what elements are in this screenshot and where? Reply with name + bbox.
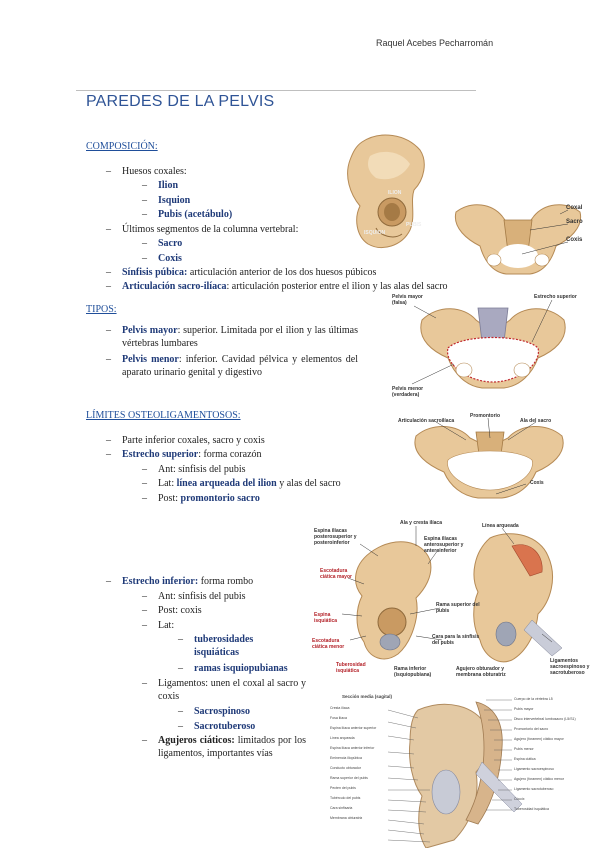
list-item: –Últimos segmentos de la columna vertebr… xyxy=(106,224,299,235)
sagittal-right-label: Tuberosidad isquiática xyxy=(514,807,549,811)
pelvis-front-illustration: Coxal Sacro Coxis xyxy=(448,198,588,278)
label-rama-superior-pubis: Rama superior del pubis xyxy=(436,602,480,614)
label-pubis: PUBIS xyxy=(406,222,422,228)
label-estrecho-superior: Estrecho superior xyxy=(534,294,577,300)
list-item: –Articulación sacro-ilíaca: articulación… xyxy=(106,281,448,292)
label-rama-inferior: Rama inferior (isquiopubiana) xyxy=(394,666,432,678)
sagittal-right-label: Cóccix xyxy=(514,797,525,801)
label-isquion: ISQUION xyxy=(364,230,386,236)
sagittal-right-label: Disco intervertebral lumbosacro (L5/S1) xyxy=(514,717,576,721)
list-item: –Sacro xyxy=(142,238,183,249)
list-item: –Sacrospinoso xyxy=(178,706,250,717)
label-ala-cresta-iliaca: Ala y cresta ilíaca xyxy=(400,520,442,526)
label-tuberosidad-isquiatica: Tuberosidad isquiática xyxy=(336,662,366,674)
sagittal-right-label: Ligamento sacrotuberoso xyxy=(514,787,554,791)
estrecho-superior-illustration: Articulación sacroilíaca Promontorio Ala… xyxy=(396,410,584,502)
sagittal-right-label: Pubis menor xyxy=(514,747,534,751)
pelvis-mayor-menor-illustration: Pelvis mayor (falsa) Estrecho superior P… xyxy=(392,290,592,400)
sagittal-left-label: Línea arqueada xyxy=(330,736,355,740)
sagittal-right-label: Promontorio del sacro xyxy=(514,727,549,731)
sagittal-right-label: Espina ciática xyxy=(514,757,536,761)
label-coxis: Coxis xyxy=(530,480,544,486)
label-coxal: Coxal xyxy=(566,205,583,211)
list-item: –tuberosidades isquiáticas xyxy=(178,634,254,658)
sagittal-left-label: Pecten del pubis xyxy=(330,786,356,790)
sagittal-right-label: Agujero (foramen) ciático menor xyxy=(514,777,564,781)
sagittal-right-label: Agujero (foramen) ciático mayor xyxy=(514,737,564,741)
sagittal-right-label: Pubis mayor xyxy=(514,707,534,711)
sagittal-left-label: Rama superior del pubis xyxy=(330,776,368,780)
author-name: Raquel Acebes Pecharromán xyxy=(376,38,494,48)
label-escotadura-mayor: Escotadura ciática mayor xyxy=(320,568,352,580)
list-item: –Pelvis mayor: superior. Limitada por el… xyxy=(106,325,359,349)
list-item: –Post: coxis xyxy=(142,605,202,616)
sagittal-left-label: Membrana obturatriz xyxy=(330,816,363,820)
sagittal-right-label: Ligamento sacroespinoso xyxy=(514,767,554,771)
list-item: –Coxis xyxy=(142,253,182,264)
label-sacro: Sacro xyxy=(566,219,583,225)
label-ilion: ILION xyxy=(388,190,402,196)
label-linea-arqueada: Línea arqueada xyxy=(482,523,519,529)
list-item: –Estrecho superior: forma corazón xyxy=(106,449,262,460)
sagittal-left-label: Eminencia iliopúbica xyxy=(330,756,362,760)
list-item: –Parte inferior coxales, sacro y coxis xyxy=(106,435,265,446)
section-heading-tipos: TIPOS: xyxy=(86,304,117,315)
sagittal-right-label: Cuerpo de la vértebra L5 xyxy=(514,697,553,701)
label-ala-del-sacro: Ala del sacro xyxy=(520,418,552,424)
label-espina-anterosuperior: Espina ilíacas anterosuperior y anteroin… xyxy=(424,536,464,554)
list-item: –Pubis (acetábulo) xyxy=(142,209,233,220)
sagittal-left-label: Espina ilíaca anterior superior xyxy=(330,726,377,730)
sagittal-left-label: Cara sinfisaria xyxy=(330,806,353,810)
label-escotadura-menor: Escotadura ciática menor xyxy=(312,638,345,650)
label-pelvis-mayor: Pelvis mayor (falsa) xyxy=(392,294,423,306)
section-heading-limites: LÍMITES OSTEOLIGAMENTOSOS: xyxy=(86,410,241,421)
label-espina-posterosuperior: Espina ilíacas posterosuperior y postero… xyxy=(314,528,357,546)
label-espina-isquiatica: Espina isquiática xyxy=(314,612,338,624)
list-item: –Lat: xyxy=(142,620,175,631)
label-articulacion-sacroiliaca: Articulación sacroilíaca xyxy=(398,418,455,424)
sagittal-left-label: Conducto obturador xyxy=(330,766,361,770)
title-rule xyxy=(76,90,476,91)
list-item: –Ligamentos: unen el coxal al sacro y co… xyxy=(142,678,306,702)
list-item: –Agujeros ciáticos: limitados por los li… xyxy=(142,735,306,759)
sagittal-caption: Sección media (sagital) xyxy=(342,694,393,699)
list-item: –Sacrotuberoso xyxy=(178,721,256,732)
list-item: –Sínfisis púbica: articulación anterior … xyxy=(106,267,377,278)
list-item: –Ant: sínfisis del pubis xyxy=(142,464,246,475)
list-item: –Estrecho inferior: forma rombo xyxy=(106,576,254,587)
list-item: –Ilion xyxy=(142,180,179,191)
sagittal-left-label: Cresta ilíaca xyxy=(330,706,350,710)
label-coxis: Coxis xyxy=(566,237,583,243)
label-ligamentos: Ligamentos sacroespinoso y sacrotuberoso xyxy=(550,658,590,676)
list-item: –Huesos coxales: xyxy=(106,166,187,177)
list-item: –ramas isquiopubianas xyxy=(178,663,288,674)
coxal-bone-illustration: ILION ISQUION PUBIS xyxy=(340,132,440,254)
sagittal-left-label: Fosa ilíaca xyxy=(330,716,347,720)
list-item: –Ant: sínfisis del pubis xyxy=(142,591,246,602)
label-pelvis-menor: Pelvis menor (verdadera) xyxy=(392,386,424,398)
label-agujero-obturador: Agujero obturador y membrana obturatriz xyxy=(456,666,506,678)
label-cara-sinfisis: Cara para la sínfisis del pubis xyxy=(432,634,480,646)
coxal-landmarks-illustration: Espina ilíacas posterosuperior y postero… xyxy=(312,516,596,686)
list-item: –Lat: línea arqueada del ilion y alas de… xyxy=(142,478,341,489)
sagittal-left-label: Tubérculo del pubis xyxy=(330,796,361,800)
list-item: –Isquion xyxy=(142,195,191,206)
section-heading-composicion: COMPOSICIÓN: xyxy=(86,141,158,152)
sagittal-left-label: Espina ilíaca anterior inferior xyxy=(330,746,375,750)
label-promontorio: Promontorio xyxy=(470,413,500,419)
page-title: PAREDES DE LA PELVIS xyxy=(86,93,275,110)
list-item: –Post: promontorio sacro xyxy=(142,493,260,504)
list-item: –Pelvis menor: inferior. Cavidad pélvica… xyxy=(106,354,359,378)
